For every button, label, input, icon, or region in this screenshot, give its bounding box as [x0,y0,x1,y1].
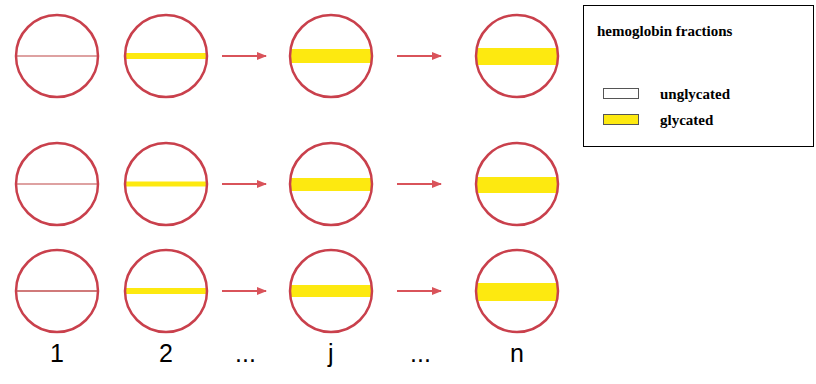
column-number: 2 [159,341,173,366]
column-number: n [510,341,524,366]
legend-title: hemoglobin fractions [597,24,732,39]
legend-swatch [603,88,639,99]
legend-text: unglycated [660,87,730,102]
column-number: j [328,341,334,366]
legend-text: glycated [660,113,713,128]
ellipsis: ... [235,341,256,366]
legend-swatch [603,114,639,125]
column-number: 1 [50,341,64,366]
ellipsis: ... [410,341,431,366]
